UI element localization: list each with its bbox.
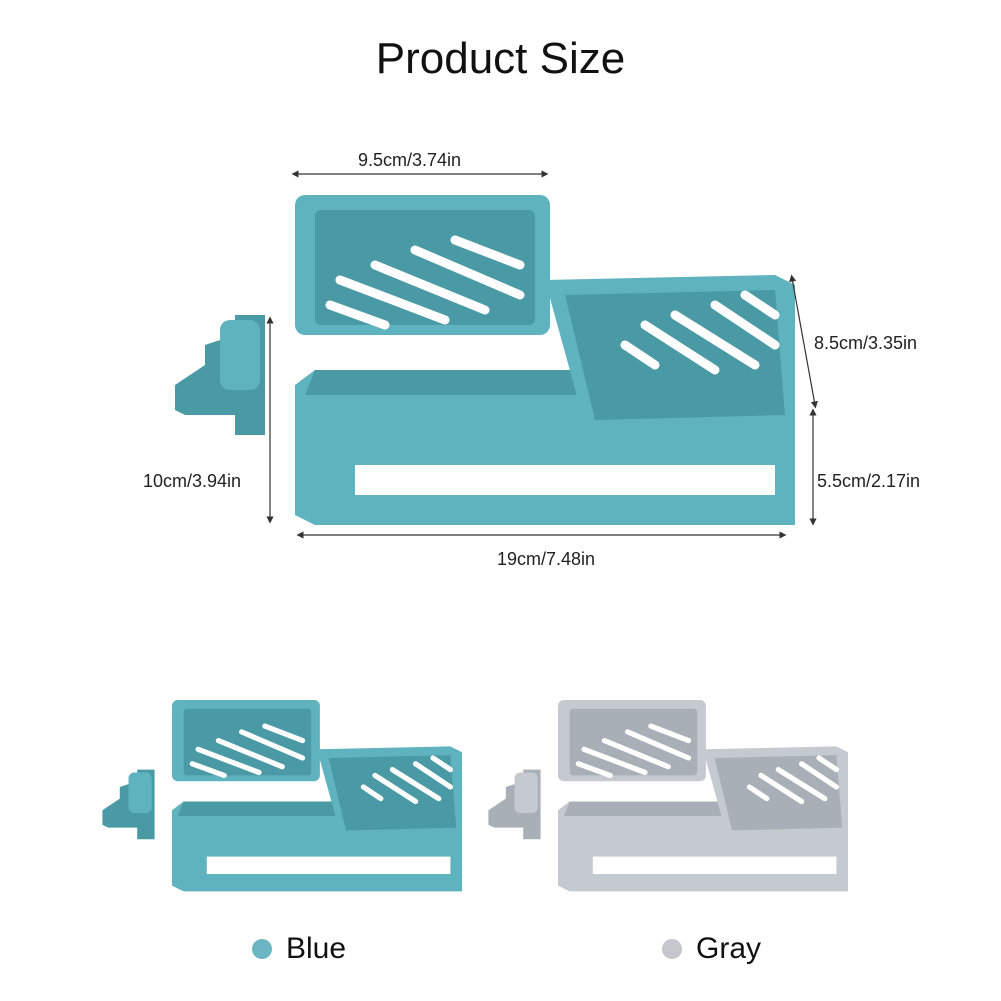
dimension-top-width: 9.5cm/3.74in [358,150,462,170]
variant-gray: Gray [662,932,761,966]
main-product-image: .bd{fill:#5fb3bf;} .dk{fill:#4a9aa6;} [175,195,795,525]
variant-blue-label: Blue [286,932,347,965]
page-title: Product Size [375,34,626,83]
dimension-right-height: 5.5cm/2.17in [817,471,921,491]
variant-gray-label: Gray [696,932,762,965]
blue-variant-image: .bd{fill:#5fb3bf;} .dk{fill:#4a9aa6;} [102,700,462,891]
dimension-right-depth: 8.5cm/3.35in [814,333,918,353]
blue-color-dot [252,939,272,959]
variant-blue: Blue [252,932,346,966]
gray-variant-image [488,700,848,892]
dimension-bottom-width: 19cm/7.48in [497,549,596,569]
dimension-lines [266,170,818,539]
dimension-left-height: 10cm/3.94in [143,471,242,491]
gray-color-dot [662,939,682,959]
